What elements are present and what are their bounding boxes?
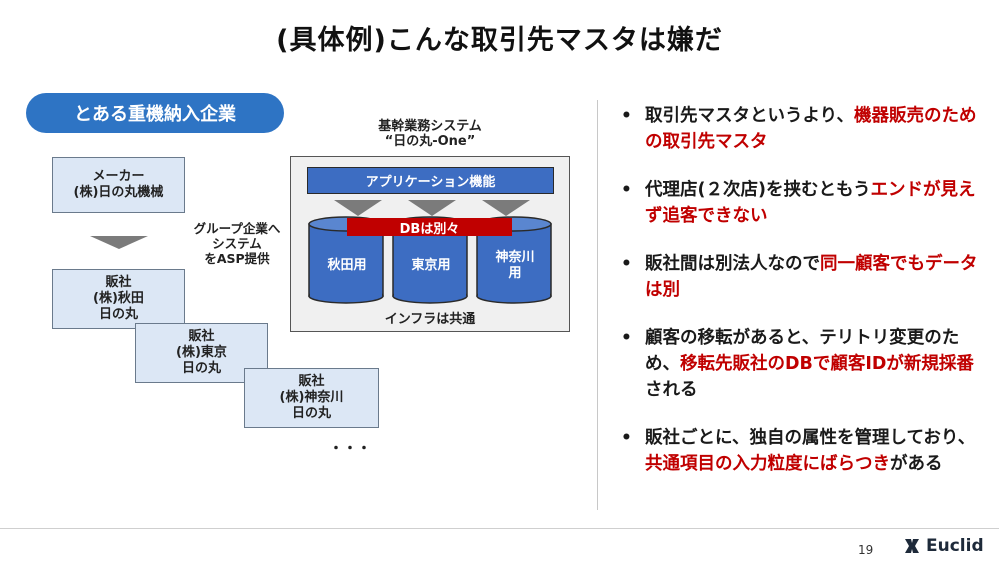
dealer-name-suffix: 日の丸 (98, 307, 138, 322)
bullet-item: • 販社間は別法人なので同一顧客でもデータは別 (617, 251, 987, 303)
down-arrow-icon (334, 200, 382, 216)
bullet-highlight: 共通項目の入力粒度にばらつき (645, 454, 890, 474)
bullet-list: • 取引先マスタというより、機器販売のための取引先マスタ • 代理店(２次店)を挟むと… (617, 103, 987, 499)
dealer-box-akita: 販社 (株)秋田 日の丸 (52, 269, 185, 329)
db-label-akita: 秋田用 (310, 258, 384, 274)
dealer-type: 販社 (105, 275, 132, 290)
bullet-dot-icon: • (621, 428, 632, 448)
bullet-dot-icon: • (621, 328, 632, 348)
bullet-text: 販社ごとに、独自の属性を管理しており、 (645, 428, 976, 448)
slide-title: (具体例)こんな取引先マスタは嫌だ (276, 25, 723, 56)
db-name-suffix: 用 (508, 266, 522, 281)
logo-text: Euclid (926, 536, 984, 556)
bullet-highlight: エンドが見えず追客できない (645, 180, 976, 226)
group-note-line: をASP提供 (204, 251, 270, 266)
db-separate-label: DBは別々 (347, 218, 512, 237)
footer-divider (0, 528, 999, 529)
bullet-text: 代理店(２次店)を挟むともう (645, 180, 871, 200)
db-name: 東京用 (411, 258, 451, 273)
bullet-text: される (645, 380, 698, 400)
maker-title: メーカー (92, 169, 145, 184)
bullet-text: 取引先マスタというより、 (645, 106, 854, 126)
bullet-dot-icon: • (621, 180, 632, 200)
bullet-item: • 販社ごとに、独自の属性を管理しており、共通項目の入力粒度にばらつきがある (617, 425, 987, 477)
bullet-item: • 取引先マスタというより、機器販売のための取引先マスタ (617, 103, 987, 155)
bullet-text: 販社間は別法人なので (645, 254, 820, 274)
column-divider (597, 100, 598, 510)
dealer-name: (株)秋田 (93, 291, 144, 306)
db-name: 秋田用 (327, 258, 367, 273)
dealer-type: 販社 (298, 374, 325, 389)
bullet-highlight: 同一顧客でもデータは別 (645, 254, 978, 300)
bullet-dot-icon: • (621, 254, 632, 274)
maker-box: メーカー (株)日の丸機械 (52, 157, 185, 213)
bullet-text: 顧客の移転があると、テリトリ変更のため、 (645, 328, 960, 374)
group-note: グループ企業へ システム をASP提供 (182, 221, 292, 266)
bullet-dot-icon: • (621, 106, 632, 126)
bullet-text: がある (890, 454, 943, 474)
euclid-logo-icon (905, 539, 919, 553)
dealer-type: 販社 (188, 329, 215, 344)
bullet-item: • 顧客の移転があると、テリトリ変更のため、移転先販社のDBで顧客IDが新規採番さ… (617, 325, 987, 403)
infra-label: インフラは共通 (384, 312, 476, 327)
system-title: 基幹業務システム “日の丸-One” (345, 119, 515, 149)
bullet-highlight: 機器販売のための取引先マスタ (645, 106, 977, 152)
down-arrow-icon (408, 200, 456, 216)
dealer-box-tokyo: 販社 (株)東京 日の丸 (135, 323, 268, 383)
group-note-line: システム (212, 236, 262, 251)
dealer-name-suffix: 日の丸 (181, 361, 221, 376)
system-title-line: 基幹業務システム (378, 119, 482, 134)
down-arrow-icon (90, 236, 148, 249)
db-label-kanagawa: 神奈川 用 (478, 250, 552, 282)
system-name: “日の丸-One” (384, 134, 476, 149)
dealer-name: (株)東京 (176, 345, 227, 360)
page-number: 19 (858, 543, 874, 557)
group-note-line: グループ企業へ (193, 221, 281, 236)
db-label-tokyo: 東京用 (394, 258, 468, 274)
bullet-item: • 代理店(２次店)を挟むともうエンドが見えず追客できない (617, 177, 987, 229)
dealer-name-suffix: 日の丸 (291, 406, 331, 421)
dealer-name: (株)神奈川 (279, 390, 344, 405)
company-label: とある重機納入企業 (26, 93, 284, 133)
db-name: 神奈川 (495, 250, 535, 265)
down-arrow-icon (482, 200, 530, 216)
database-cylinder (308, 216, 384, 304)
company-logo: Euclid (903, 536, 984, 556)
application-layer: アプリケーション機能 (307, 167, 554, 194)
maker-name: (株)日の丸機械 (73, 185, 164, 200)
dealer-box-kanagawa: 販社 (株)神奈川 日の丸 (244, 368, 379, 428)
ellipsis: ・・・ (329, 441, 371, 457)
bullet-highlight: 移転先販社のDBで顧客IDが新規採番 (680, 354, 974, 374)
